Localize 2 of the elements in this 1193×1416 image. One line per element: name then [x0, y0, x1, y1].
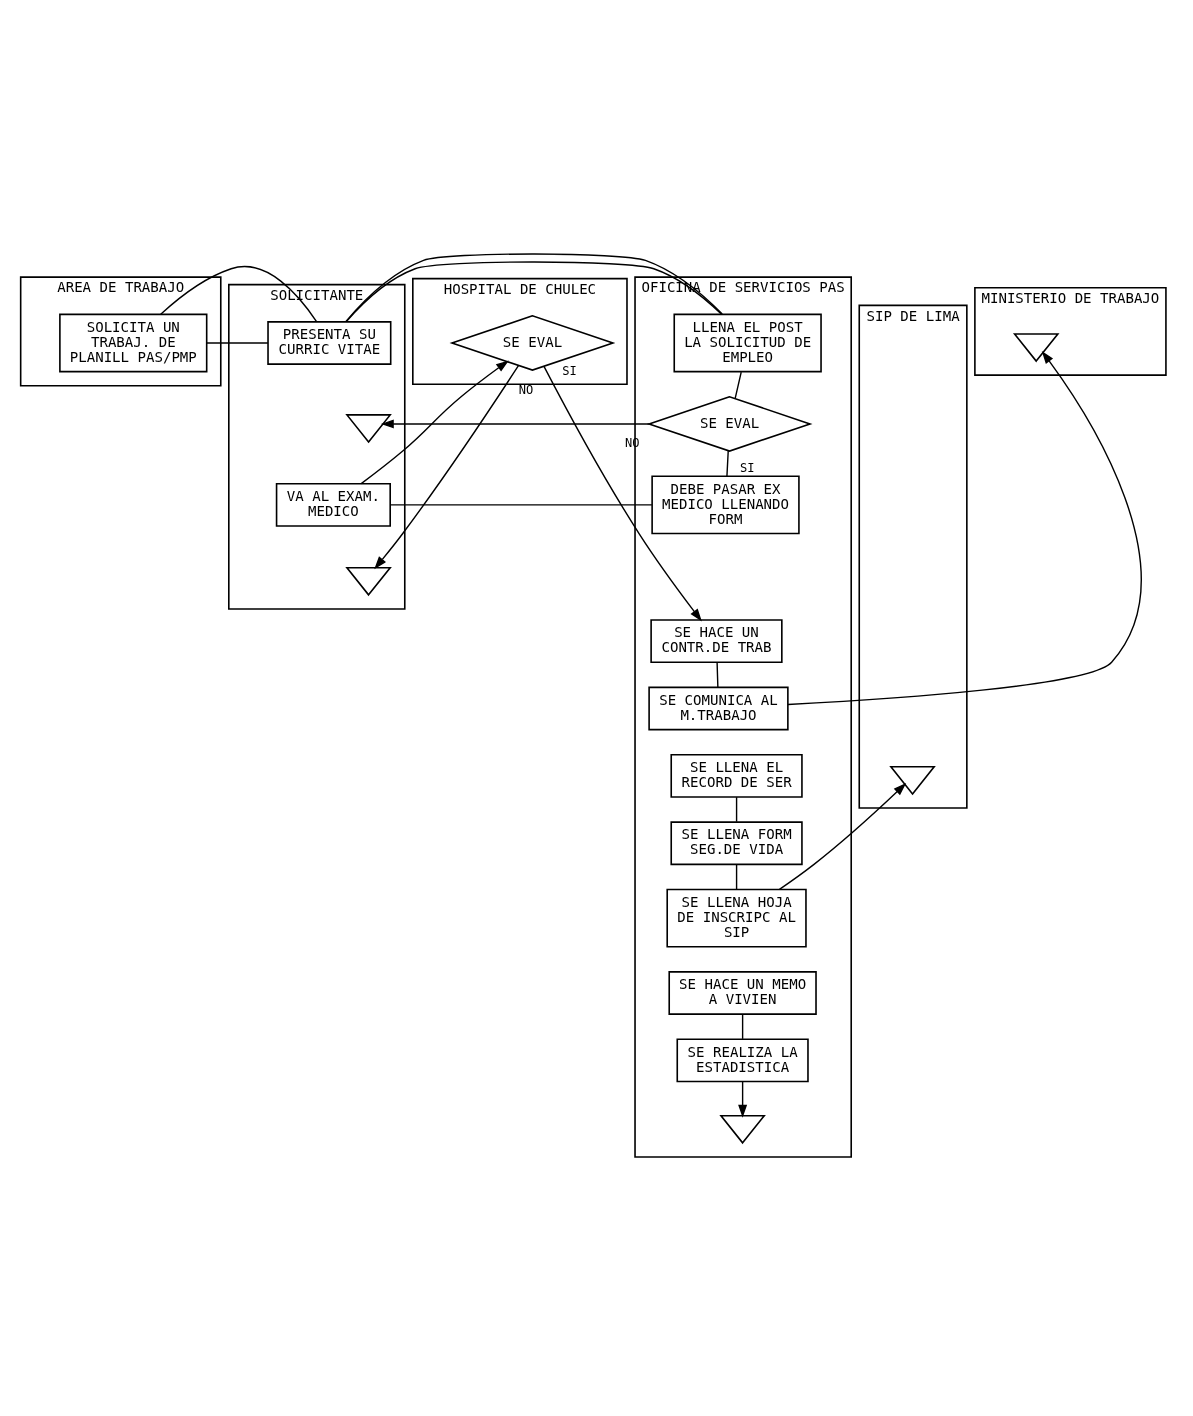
edge-label: SI — [740, 460, 755, 475]
edge-label: NO — [518, 382, 534, 397]
